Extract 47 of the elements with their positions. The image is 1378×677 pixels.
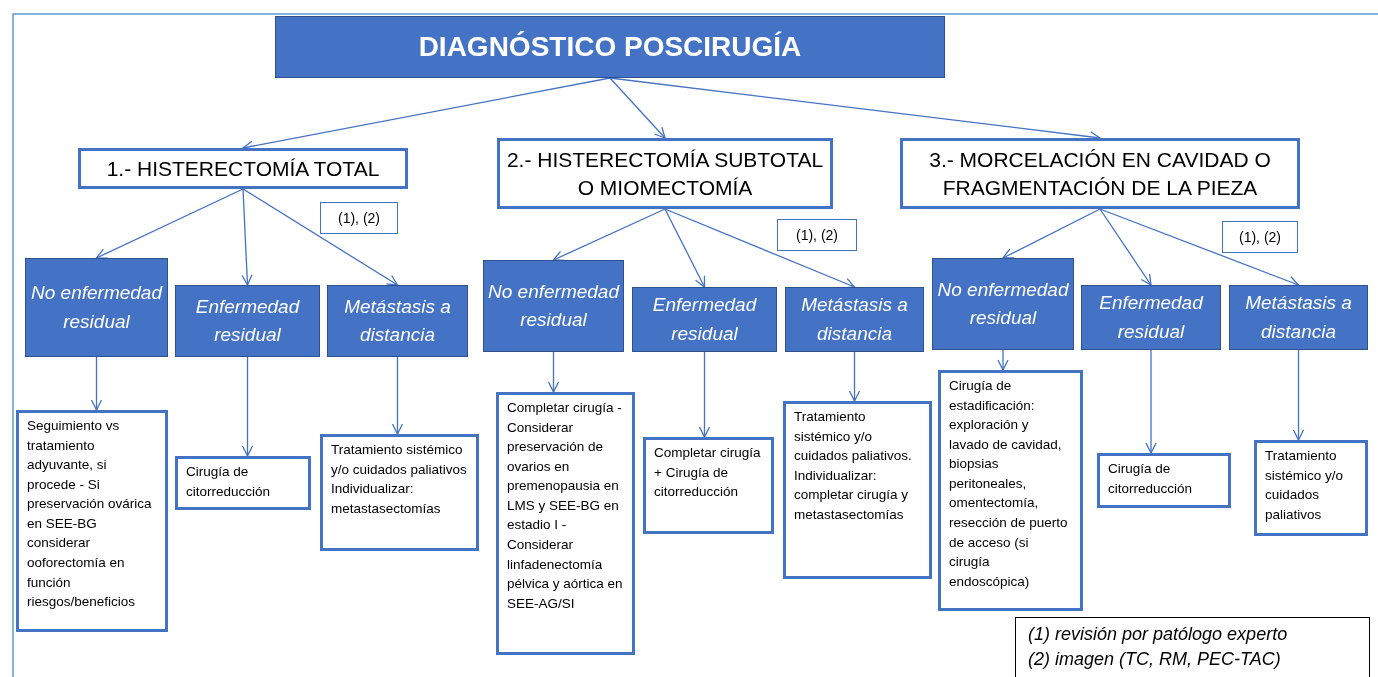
arrow bbox=[241, 356, 254, 457]
arrow bbox=[698, 351, 711, 438]
arrow bbox=[1002, 208, 1101, 259]
section-box: 1.- HISTERECTOMÍA TOTAL bbox=[78, 148, 408, 189]
category-box: Enfermedad residual bbox=[1081, 285, 1221, 350]
category-box: No enfermedad residual bbox=[932, 258, 1074, 350]
arrow bbox=[1099, 208, 1300, 287]
action-box: Completar cirugía - Considerar preservación de ovarios en premenopausia en LMS y SEE-BG en estadio I - Considerar linfadenectomía pélvica y aórtica en SEE-AG/SI bbox=[496, 392, 635, 655]
category-box: Metástasis a distancia bbox=[327, 285, 468, 357]
arrow bbox=[242, 188, 399, 286]
category-box: No enfermedad residual bbox=[25, 258, 168, 357]
arrow bbox=[547, 351, 560, 393]
action-box: Cirugía de citorreducción bbox=[1097, 453, 1231, 508]
arrow bbox=[664, 208, 706, 288]
action-box: Cirugía de estadificación: exploración y lavado de cavidad, biopsias peritoneales, omentectomía, resección de puerto de acceso (si cirugía endoscópica) bbox=[938, 370, 1083, 611]
category-box: No enfermedad residual bbox=[483, 260, 624, 352]
arrow bbox=[664, 208, 856, 289]
arrow bbox=[609, 77, 666, 139]
arrow bbox=[1099, 208, 1152, 286]
reference-box: (1), (2) bbox=[777, 219, 857, 251]
category-box: Metástasis a distancia bbox=[1229, 285, 1368, 350]
action-box: Completar cirugía + Cirugía de citorreducción bbox=[643, 437, 774, 534]
note-text: (1) revisión por patólogo experto bbox=[1028, 623, 1289, 646]
section-box: 2.- HISTERECTOMÍA SUBTOTAL O MIOMECTOMÍA bbox=[497, 138, 833, 209]
arrow bbox=[1145, 349, 1157, 454]
category-box: Enfermedad residual bbox=[175, 285, 320, 357]
arrow bbox=[997, 349, 1009, 371]
action-box: Tratamiento sistémico y/o cuidados paliativos. Individualizar: completar cirugía y metastasectomías bbox=[783, 401, 932, 579]
category-box: Metástasis a distancia bbox=[785, 287, 924, 352]
arrow bbox=[241, 188, 253, 286]
arrow bbox=[95, 188, 244, 259]
action-box: Tratamiento sistémico y/o cuidados paliativos Individualizar: metastasectomías bbox=[320, 434, 479, 551]
arrow bbox=[391, 356, 404, 435]
action-box: Cirugía de citorreducción bbox=[175, 456, 311, 510]
reference-box: (1), (2) bbox=[1222, 221, 1298, 253]
arrow bbox=[1292, 349, 1305, 441]
action-box: Tratamiento sistémico y/o cuidados paliativos bbox=[1254, 440, 1368, 536]
reference-box: (1), (2) bbox=[320, 202, 398, 234]
note-text: (2) imagen (TC, RM, PEC-TAC) bbox=[1028, 648, 1282, 672]
title-box: DIAGNÓSTICO POSCIRUGÍA bbox=[275, 16, 945, 78]
action-box: Seguimiento vs tratamiento adyuvante, si procede - Si preservación ovárica en SEE-BG considerar ooforectomía en función riesgos/beneficios bbox=[16, 410, 168, 632]
arrow bbox=[90, 356, 103, 411]
note-box bbox=[1015, 617, 1370, 677]
category-box: Enfermedad residual bbox=[632, 287, 777, 352]
arrow bbox=[848, 351, 861, 402]
arrow bbox=[552, 208, 666, 262]
section-box: 3.- MORCELACIÓN EN CAVIDAD O FRAGMENTACIÓN DE LA PIEZA bbox=[900, 138, 1300, 209]
